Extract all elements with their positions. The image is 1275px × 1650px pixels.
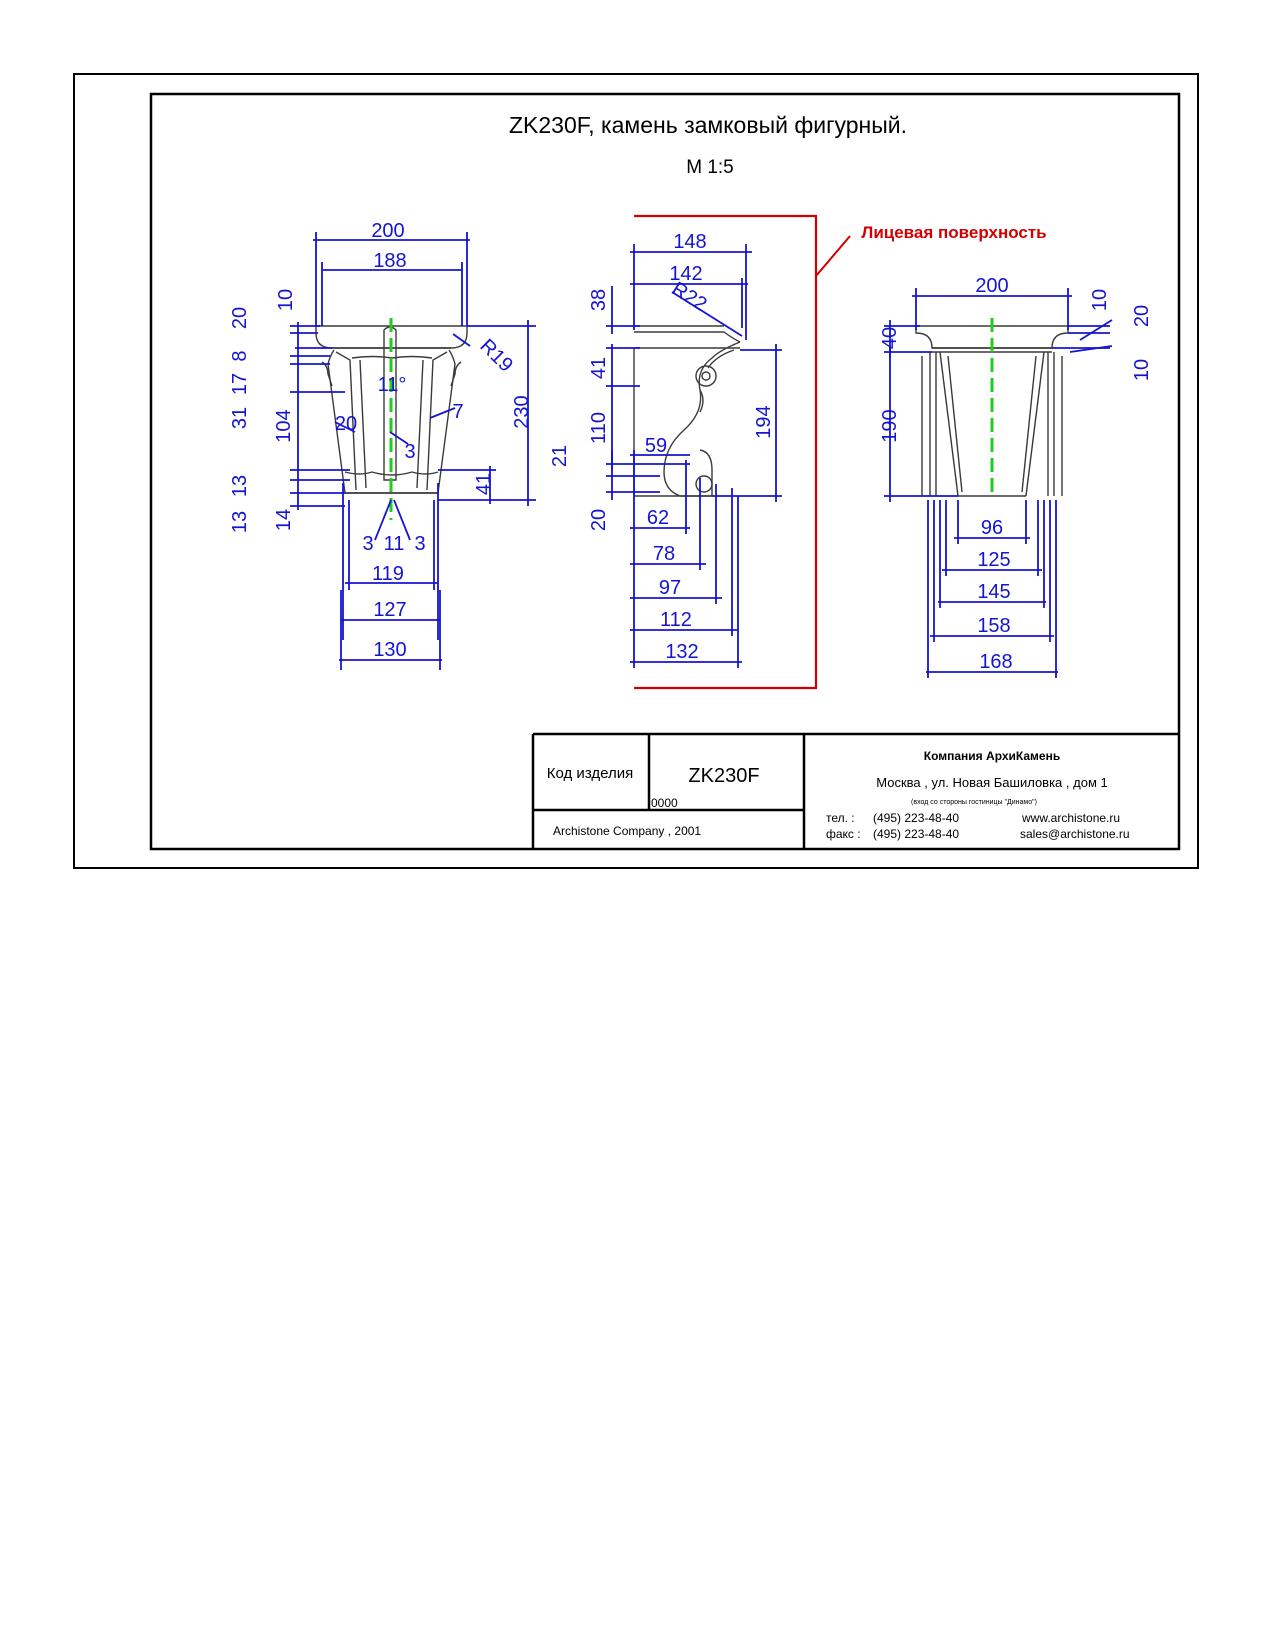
top-dim-label: 10 [1089, 289, 1111, 311]
drawing-scale: М 1:5 [686, 157, 734, 178]
top-dim-label: 158 [977, 615, 1010, 637]
front-dim-label: 104 [273, 409, 295, 442]
top-view: 200 10 20 40 10 190 96 125 145 158 168 [879, 275, 1153, 678]
company-address: Москва , ул. Новая Башиловка , дом 1 [876, 775, 1107, 790]
front-dim-label: 7 [452, 401, 463, 423]
product-code-label: Код изделия [547, 765, 633, 782]
front-dim-label: 13 [229, 475, 251, 497]
front-dim-label: 20 [229, 307, 251, 329]
side-dim-label: 21 [549, 445, 571, 467]
side-dim-label: 110 [588, 412, 610, 444]
side-dim-label: 41 [588, 357, 610, 379]
top-dim-label: 145 [977, 581, 1010, 603]
outer-frame [73, 73, 1199, 869]
company-name: Компания АрхиКамень [924, 749, 1060, 763]
copyright-text: Archistone Company , 2001 [553, 824, 701, 838]
side-dim-label: 194 [753, 405, 775, 438]
front-dim-label: 41 [473, 473, 495, 495]
side-dim-label: 20 [588, 509, 610, 531]
front-view-dim-texts: 200 188 10 20 8 17 31 104 13 13 14 R19 2… [229, 220, 533, 661]
fax-label: факс : [826, 827, 861, 841]
front-dim-label: 3 [404, 441, 415, 463]
side-dim-label: 97 [659, 577, 681, 599]
title-block: Код изделия ZK230F 0000 Archistone Compa… [531, 732, 1179, 849]
side-dim-label: 112 [660, 609, 692, 631]
top-dim-label: 10 [1131, 359, 1153, 381]
front-dim-label: 127 [373, 599, 406, 621]
side-dim-label: 142 [669, 263, 702, 285]
front-dim-label: 130 [373, 639, 406, 661]
side-dim-label: 59 [645, 435, 667, 457]
fax-number: (495) 223-48-40 [873, 827, 959, 841]
front-dim-label: 11 [384, 533, 405, 555]
drawing-title: ZK230F, камень замковый фигурный. [509, 112, 907, 138]
front-dim-label: 20 [335, 413, 357, 435]
top-view-dim-texts: 200 10 20 40 10 190 96 125 145 158 168 [879, 275, 1153, 673]
company-address-note: (вход со стороны гостиницы "Динамо") [911, 799, 1037, 806]
top-dim-label: 125 [977, 549, 1010, 571]
front-dim-label: 17 [229, 373, 251, 395]
top-dim-label: 190 [879, 409, 901, 442]
front-dim-label: 200 [371, 220, 404, 242]
face-surface-leader [815, 235, 851, 277]
side-dim-label: 78 [653, 543, 675, 565]
side-dim-label: 132 [665, 641, 698, 663]
front-dim-label: 14 [273, 509, 295, 531]
face-surface-label: Лицевая поверхность [861, 223, 1046, 242]
top-dim-label: 20 [1131, 305, 1153, 327]
side-dim-label: 148 [673, 231, 706, 253]
product-code-value: ZK230F [688, 765, 759, 787]
phone-label: тел. : [826, 811, 855, 825]
top-dim-label: 200 [975, 275, 1008, 297]
front-dim-label: 8 [229, 350, 251, 361]
company-website: www.archistone.ru [1021, 811, 1120, 825]
front-dim-label: 3 [414, 533, 425, 555]
front-dim-label: 31 [229, 407, 251, 429]
front-view-dim-lines [290, 232, 536, 670]
top-dim-label: 168 [979, 651, 1012, 673]
front-dim-label: R19 [475, 335, 517, 377]
front-dim-label: 230 [511, 395, 533, 428]
top-dim-label: 40 [879, 327, 901, 349]
front-dim-label: 10 [275, 289, 297, 311]
top-view-dim-lines [884, 288, 1113, 678]
inner-frame [149, 92, 1181, 851]
side-view-outline [633, 325, 741, 497]
side-view-dim-lines [606, 244, 782, 668]
side-dim-label: 38 [588, 289, 610, 311]
side-view: Лицевая поверхность [549, 214, 1047, 690]
front-view: 200 188 10 20 8 17 31 104 13 13 14 R19 2… [229, 220, 536, 670]
company-email: sales@archistone.ru [1020, 827, 1130, 841]
face-surface-line [634, 214, 818, 690]
front-dim-label: 11° [378, 374, 407, 396]
drawing-number: 0000 [651, 796, 678, 810]
front-dim-label: 13 [229, 511, 251, 533]
phone-number: (495) 223-48-40 [873, 811, 959, 825]
front-dim-label: 3 [362, 533, 373, 555]
top-dim-label: 96 [981, 517, 1003, 539]
side-dim-label: 62 [647, 507, 669, 529]
front-dim-label: 119 [372, 563, 404, 585]
front-dim-label: 188 [373, 250, 406, 272]
